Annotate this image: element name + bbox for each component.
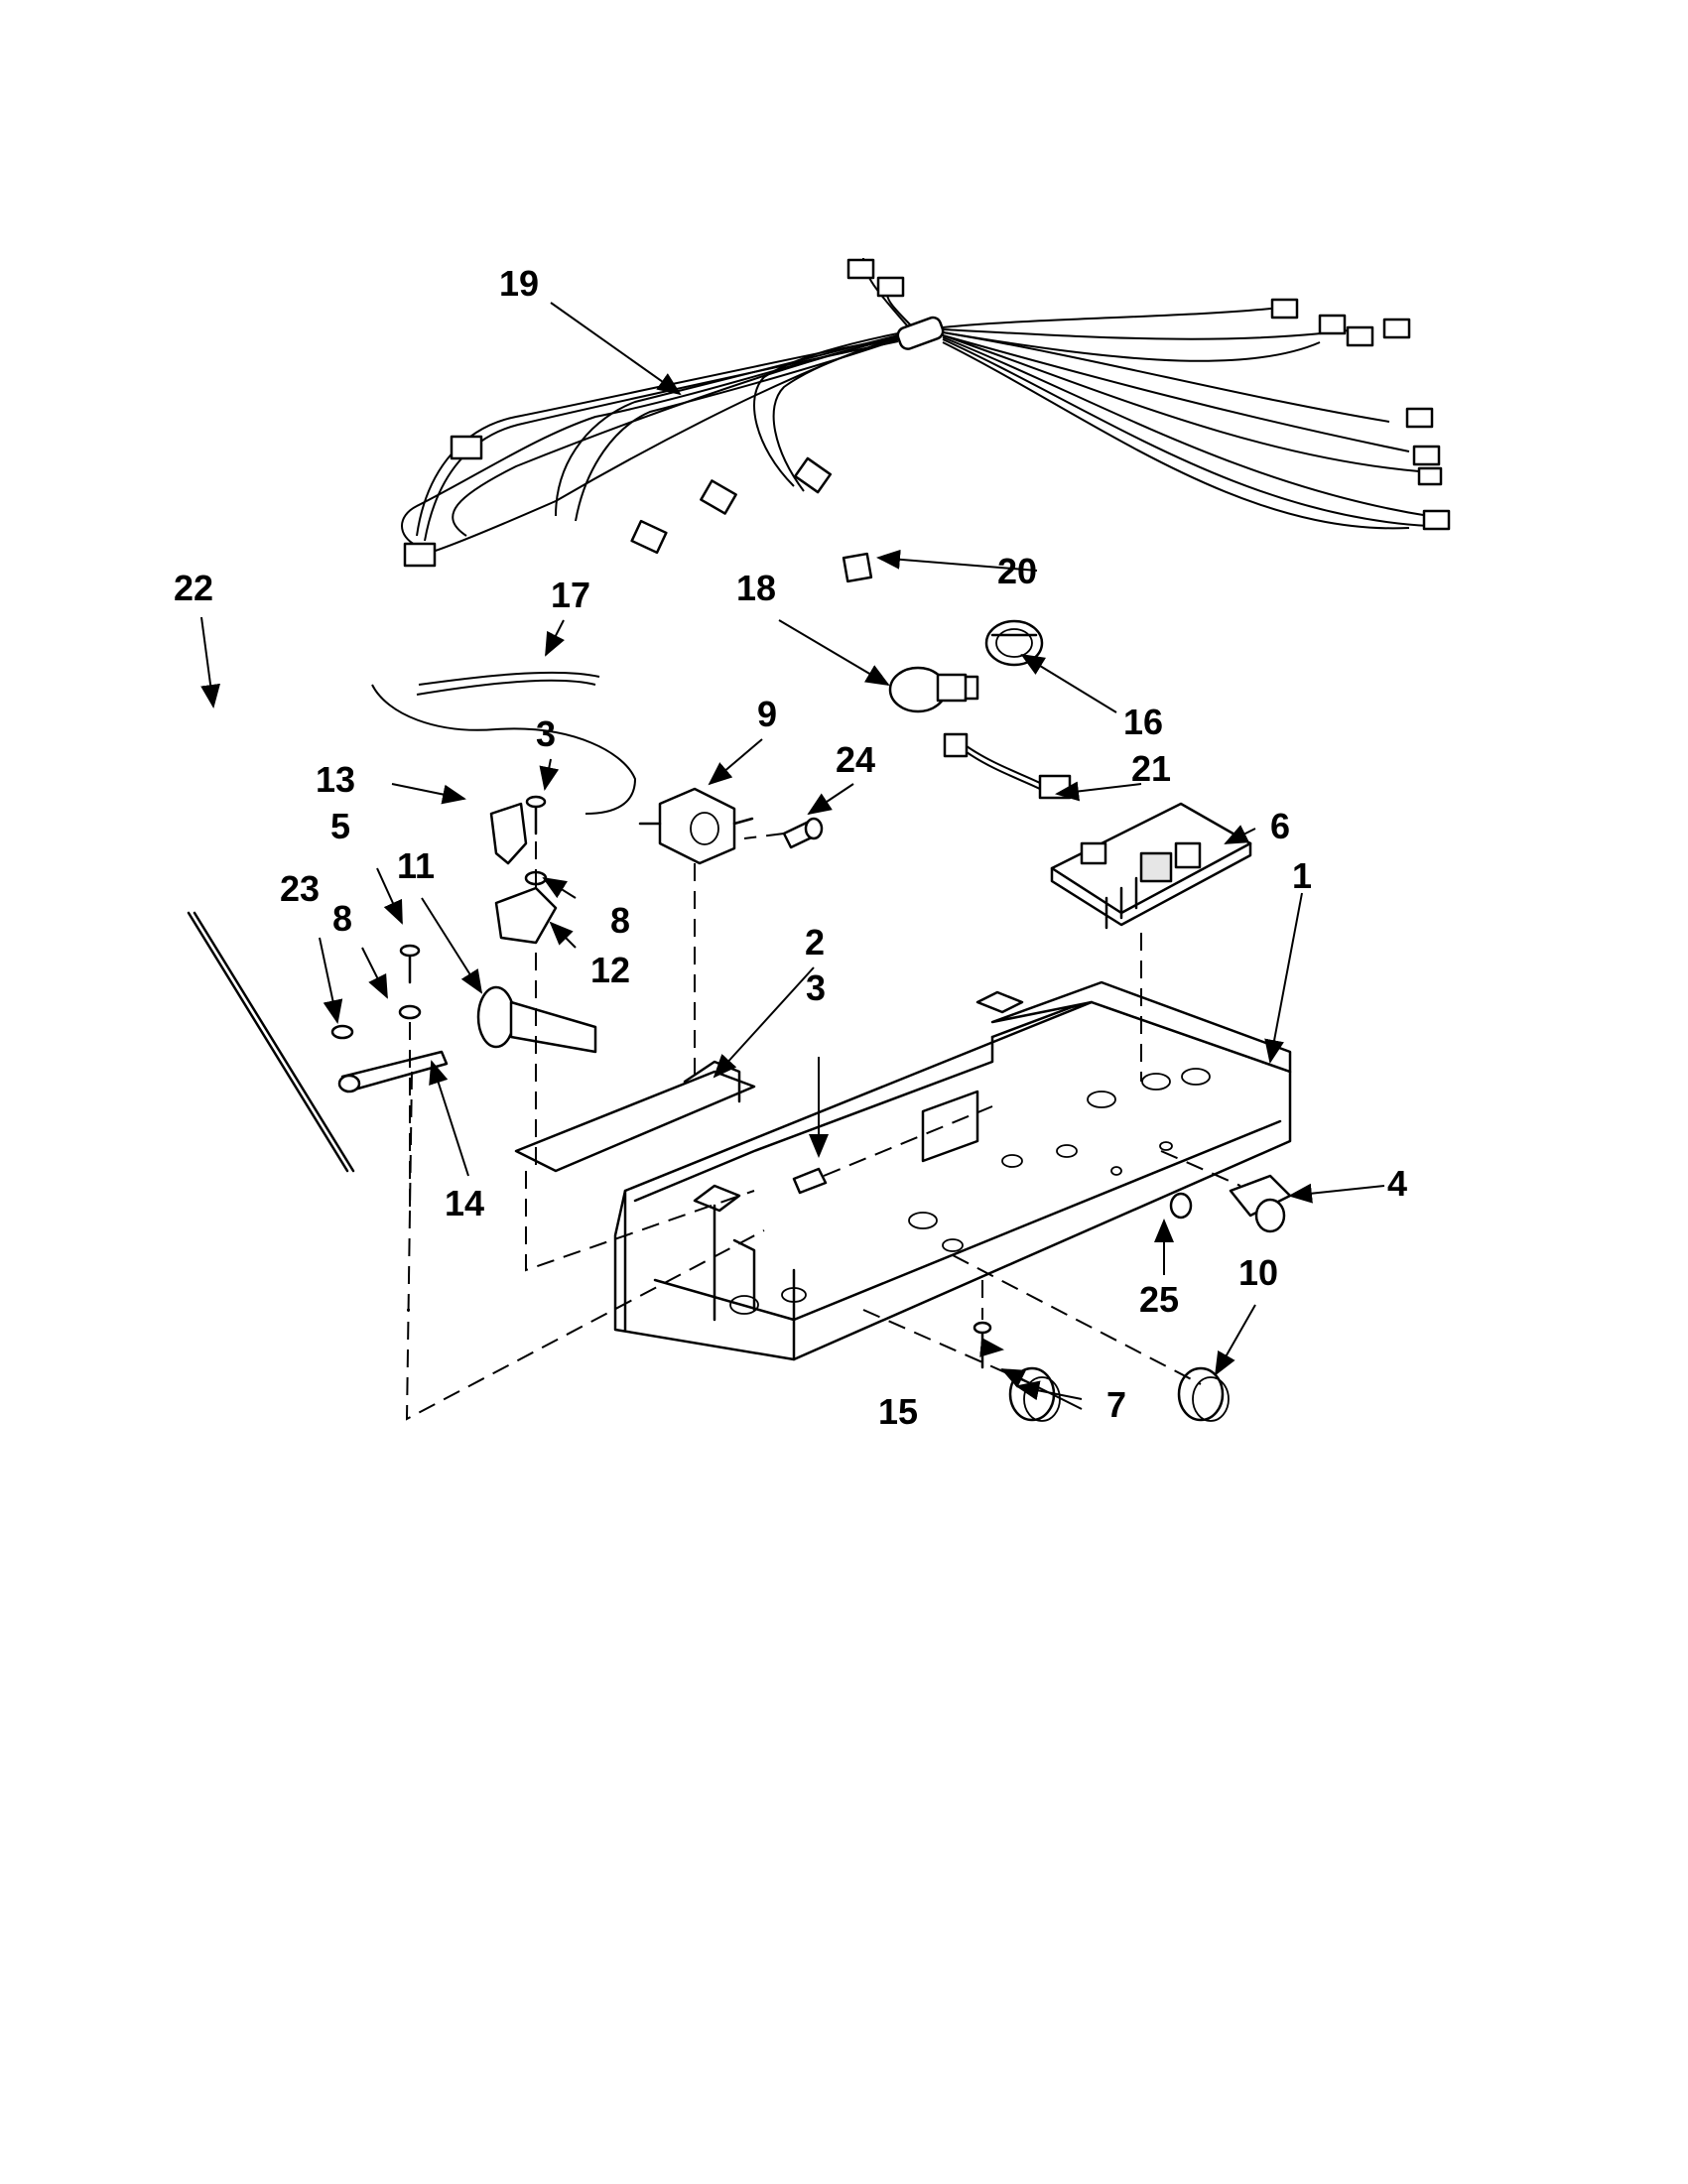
callout-18: 18: [736, 568, 776, 608]
callout-20: 20: [997, 551, 1037, 591]
callout-6: 6: [1270, 806, 1290, 846]
callout-10: 10: [1238, 1252, 1278, 1293]
leader-lines: [200, 302, 1385, 1410]
assembly-lines: [405, 814, 1241, 1421]
callout-8-lower: 8: [332, 898, 352, 939]
callout-1: 1: [1292, 855, 1312, 896]
callout-7: 7: [1106, 1384, 1126, 1425]
callout-2: 2: [805, 922, 825, 963]
callout-3: 3: [806, 967, 826, 1008]
callout-9: 9: [757, 694, 777, 734]
callout-11: 11: [397, 845, 435, 886]
callout-13: 13: [316, 759, 355, 800]
callout-24: 24: [836, 739, 875, 780]
control-board: [1050, 802, 1252, 930]
callout-25: 25: [1139, 1279, 1179, 1320]
callout-16: 16: [1123, 702, 1163, 742]
callout-8-upper: 8: [610, 900, 630, 941]
callout-5: 5: [330, 806, 350, 846]
callout-17: 17: [551, 575, 590, 615]
callout-4: 4: [1387, 1163, 1407, 1204]
callout-22: 22: [174, 568, 213, 608]
callout-21: 21: [1131, 748, 1171, 789]
wire-harness: [401, 257, 1451, 568]
callout-15: 15: [878, 1391, 918, 1432]
callout-12: 12: [590, 950, 630, 990]
callout-14: 14: [445, 1183, 484, 1223]
callout-23: 23: [280, 868, 320, 909]
callout-3-upper: 3: [536, 713, 556, 754]
callout-labels: 19 20 18 16 21 6 1 2 3 4 25 10 7 15 22 1…: [174, 263, 1407, 1432]
callout-19: 19: [499, 263, 539, 304]
control-housing: [613, 980, 1292, 1361]
